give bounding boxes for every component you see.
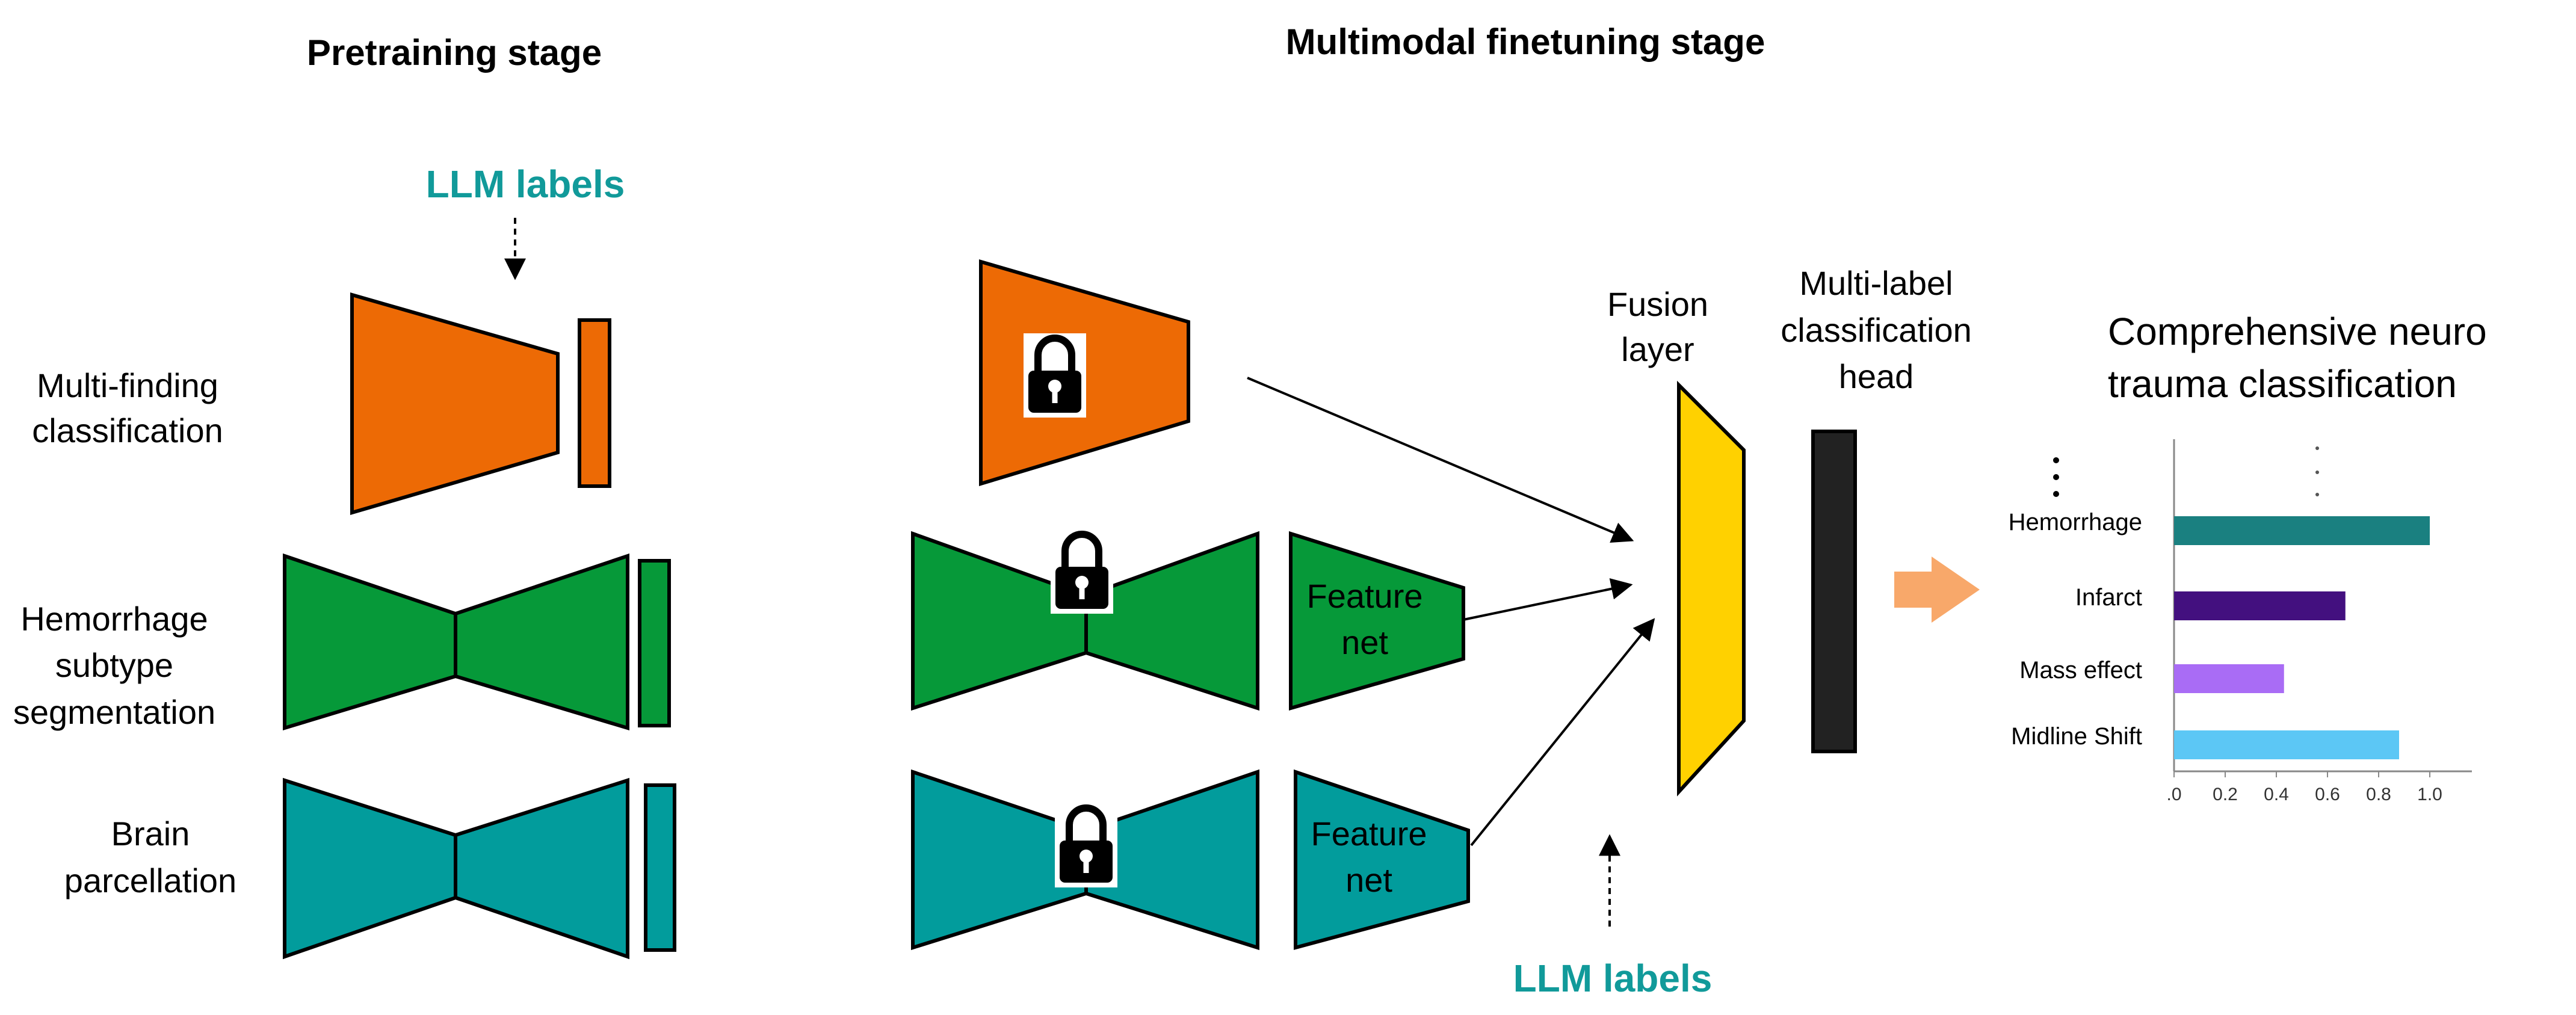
ellipsis-dot — [2315, 446, 2319, 450]
x-tick-label: 0.6 — [2315, 785, 2340, 804]
bar-midline-shift — [2174, 730, 2399, 759]
svg-text:Multi-label: Multi-label — [1799, 264, 1953, 302]
x-tick-label: .0 — [2166, 785, 2181, 804]
ellipsis-dot — [2053, 474, 2059, 480]
pretrain-segmentation-head — [638, 559, 671, 727]
llm-labels-bottom: LLM labels — [1513, 957, 1713, 1000]
finetuning-stage-title: Multimodal finetuning stage — [1286, 22, 1765, 62]
bar-label: Hemorrhage — [2009, 509, 2142, 535]
classification-head-label: Multi-label classification head — [1781, 264, 1971, 395]
bar-infarct — [2174, 591, 2346, 620]
svg-text:net: net — [1345, 861, 1392, 899]
feature-net-segmentation — [1289, 531, 1465, 711]
svg-text:Feature: Feature — [1311, 815, 1427, 853]
pretraining-stage-title: Pretraining stage — [307, 32, 602, 73]
svg-text:Feature: Feature — [1307, 577, 1423, 615]
svg-text:net: net — [1341, 623, 1388, 661]
arrow-classifier-to-fusion — [1247, 377, 1634, 543]
bar-hemorrhage — [2174, 516, 2430, 545]
bar-mass-effect — [2174, 664, 2284, 693]
svg-text:classification: classification — [32, 412, 223, 449]
ellipsis-dot — [2053, 457, 2059, 463]
svg-text:Hemorrhage: Hemorrhage — [20, 600, 208, 638]
fusion-layer — [1677, 380, 1746, 797]
task-label-hemorrhage-segmentation: Hemorrhage subtype segmentation — [13, 600, 215, 731]
svg-text:parcellation: parcellation — [64, 862, 236, 899]
lock-icon — [1051, 529, 1113, 614]
lock-icon — [1024, 333, 1086, 418]
x-tick-label: 0.8 — [2366, 785, 2391, 804]
classification-head — [1811, 430, 1857, 753]
pretrain-classifier-head — [578, 318, 611, 488]
ellipsis-dot — [2053, 491, 2059, 497]
svg-text:trauma classification: trauma classification — [2108, 362, 2457, 406]
svg-text:segmentation: segmentation — [13, 693, 215, 731]
pretrain-parcellation-head — [644, 783, 676, 952]
x-tick-label: 0.2 — [2213, 785, 2238, 804]
pretrain-classifier-encoder — [350, 292, 560, 516]
bar-label: Midline Shift — [2011, 723, 2142, 750]
svg-text:classification: classification — [1781, 311, 1971, 349]
feature-net-segmentation-label: Feature net — [1307, 577, 1423, 661]
feature-net-parcellation — [1294, 769, 1470, 950]
bar-label: Infarct — [2075, 584, 2142, 611]
fusion-layer-label: Fusion layer — [1607, 285, 1708, 368]
result-title: Comprehensive neuro trauma classificatio… — [2108, 310, 2487, 406]
arrow-parcellation-to-fusion — [1470, 618, 1655, 847]
feature-net-parcellation-label: Feature net — [1311, 815, 1427, 899]
ellipsis-dot — [2315, 470, 2319, 474]
svg-text:Brain: Brain — [111, 815, 190, 853]
svg-text:Fusion: Fusion — [1607, 285, 1708, 323]
svg-text:Multi-finding: Multi-finding — [37, 366, 218, 404]
task-label-brain-parcellation: Brain parcellation — [64, 815, 236, 899]
svg-text:Comprehensive neuro: Comprehensive neuro — [2108, 310, 2487, 353]
x-tick-label: 0.4 — [2264, 785, 2289, 804]
ellipsis-dot — [2315, 493, 2319, 496]
svg-text:layer: layer — [1621, 330, 1694, 368]
task-label-multi-finding: Multi-finding classification — [32, 366, 223, 449]
arrow-segmentation-to-fusion — [1463, 578, 1633, 621]
output-arrow — [1894, 557, 1980, 623]
llm-labels-top: LLM labels — [426, 162, 625, 206]
x-tick-label: 1.0 — [2417, 785, 2442, 804]
lock-icon — [1055, 803, 1117, 887]
svg-text:subtype: subtype — [55, 646, 173, 684]
svg-text:head: head — [1839, 357, 1914, 395]
bar-label: Mass effect — [2019, 657, 2142, 683]
